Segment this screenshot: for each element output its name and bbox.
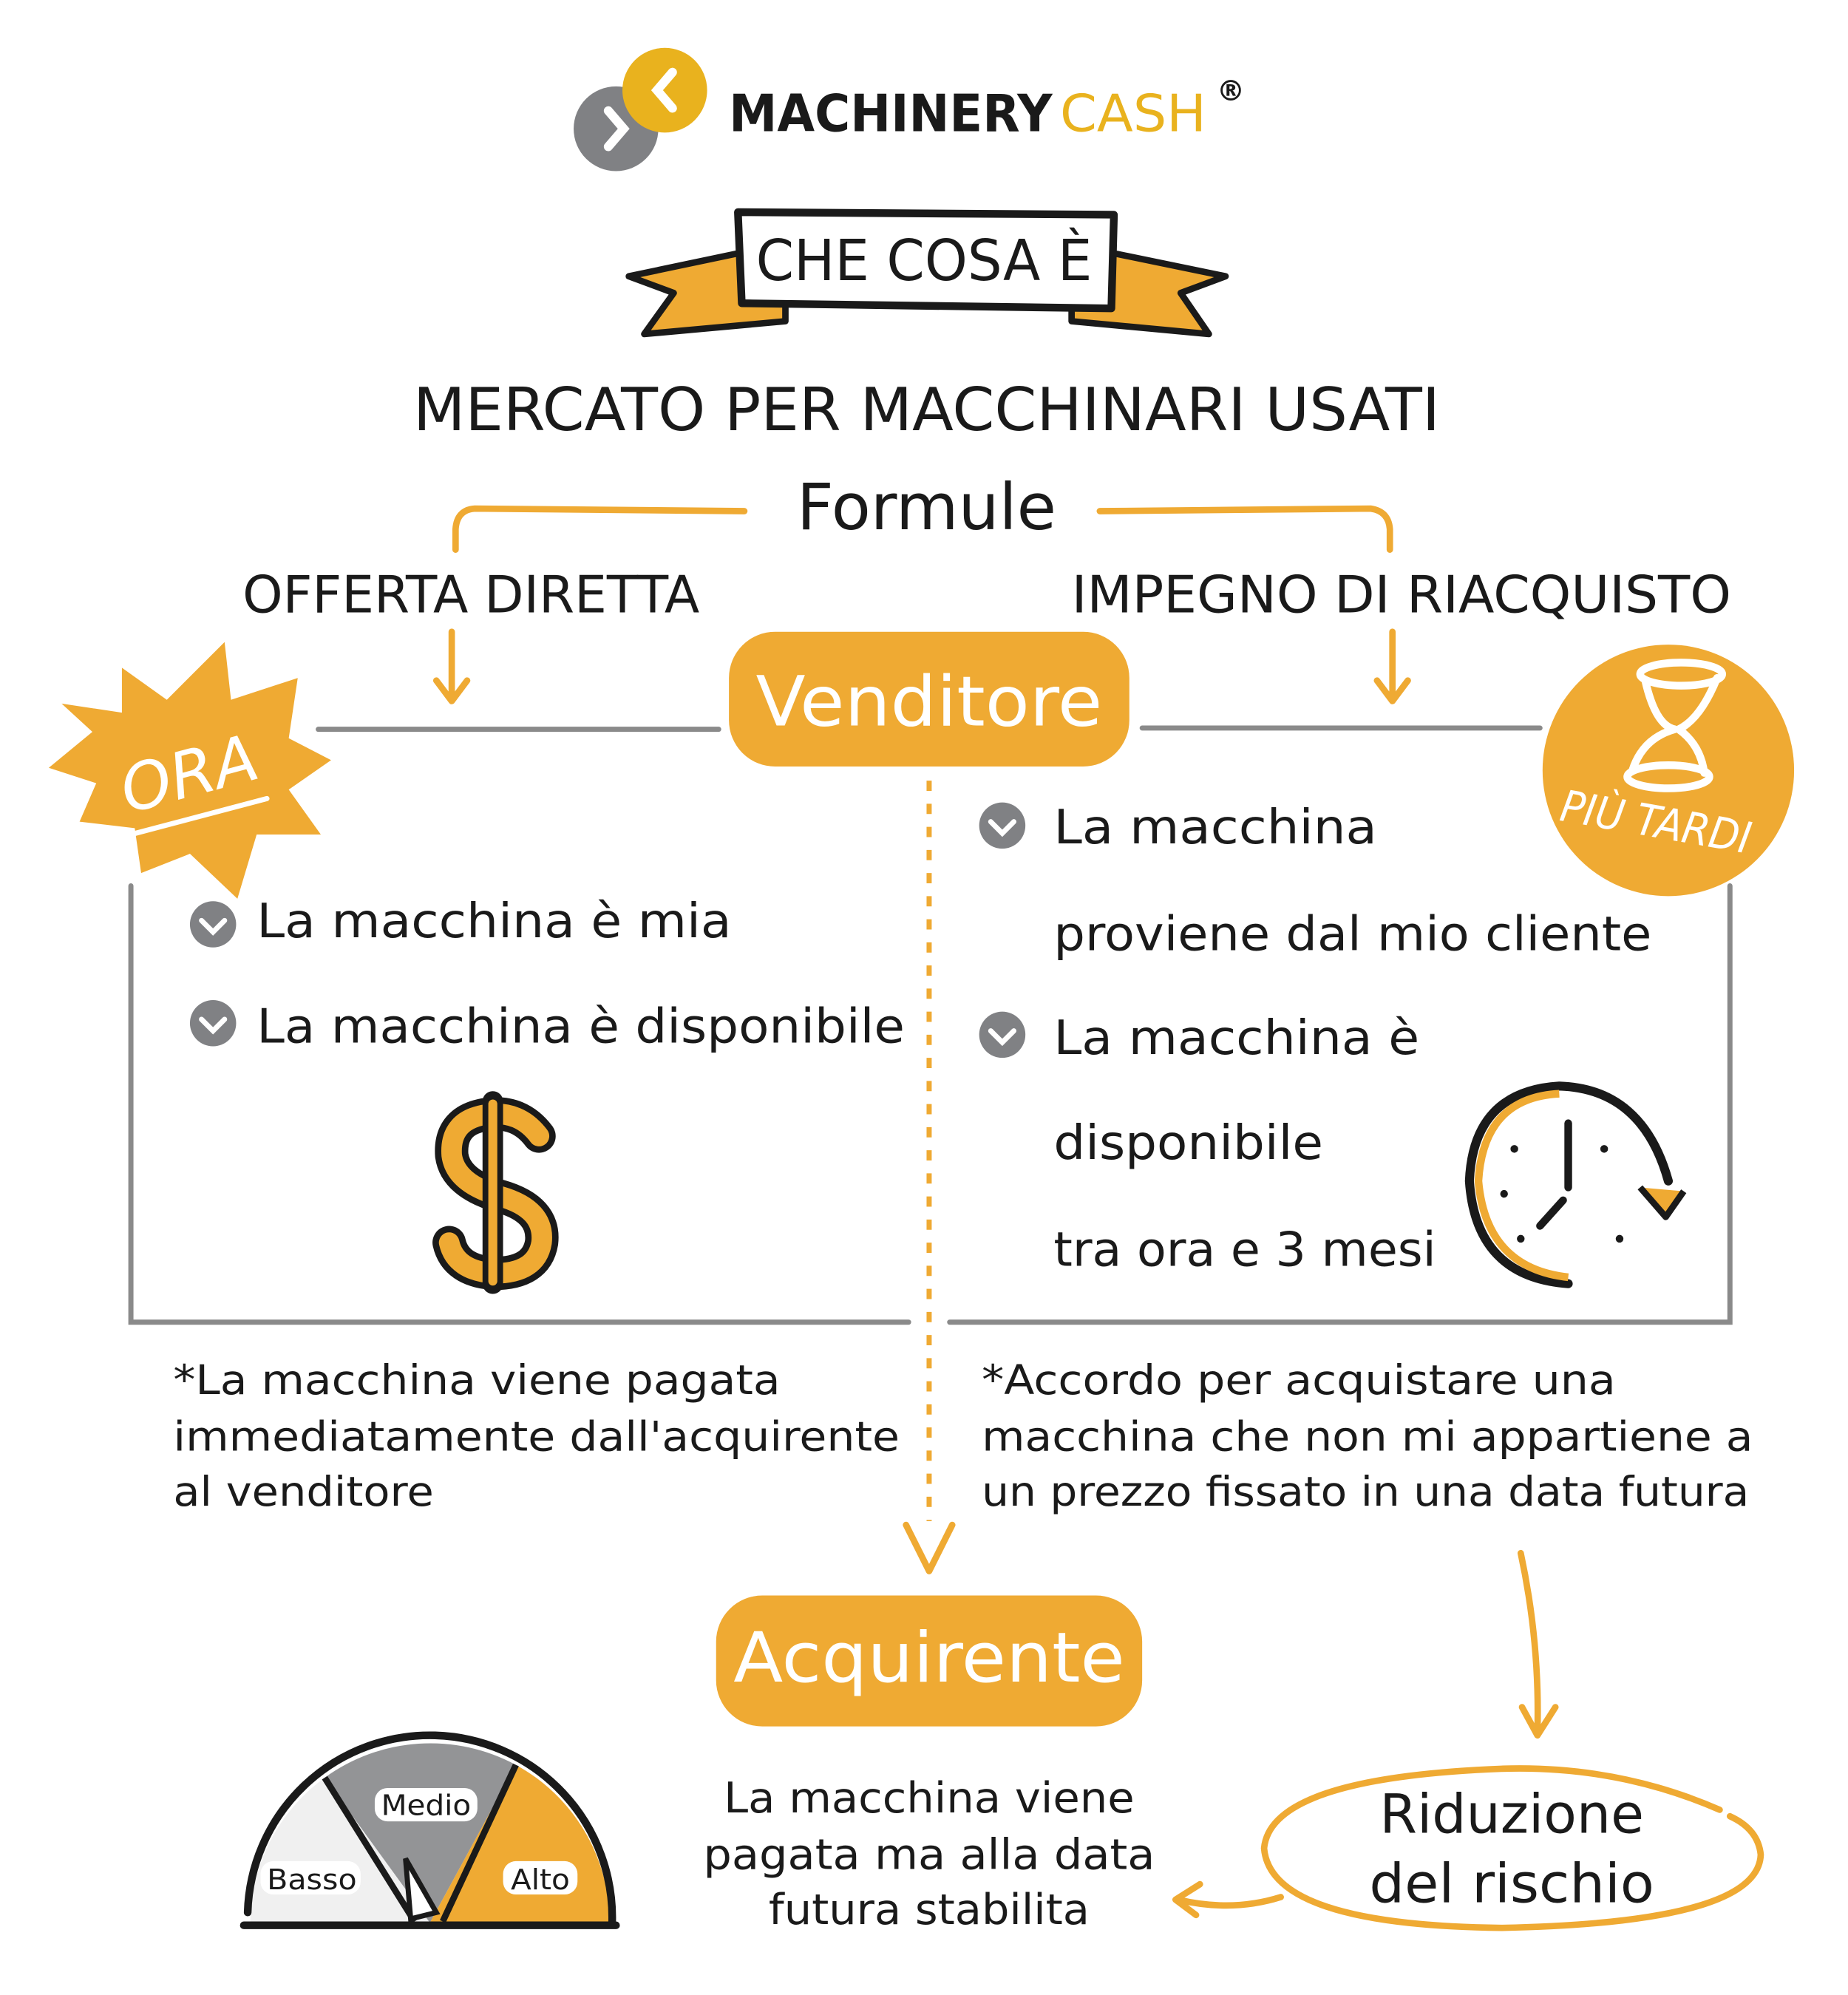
chevron-down-icon	[903, 1521, 956, 1574]
right-footnote-line: macchina che non mi appartiene a	[982, 1413, 1753, 1461]
clock-icon	[1464, 1081, 1687, 1288]
left-item: La macchina è mia	[257, 894, 731, 949]
right-footnote-line: un prezzo fissato in una data futura	[982, 1468, 1749, 1516]
right-box-border	[947, 883, 1733, 1325]
logo-yellow-circle	[622, 47, 707, 133]
buyer-note-line: La macchina viene	[724, 1773, 1135, 1823]
left-footnote-line: *La macchina viene pagata	[173, 1356, 780, 1404]
right-item-line: proviene dal mio cliente	[1053, 906, 1651, 962]
impegno-riacquisto-heading: IMPEGNO DI RIACQUISTO	[1072, 566, 1731, 625]
dollar-icon	[432, 1091, 559, 1294]
right-bracket	[1096, 505, 1393, 553]
logo-text-cash: CASH	[1060, 85, 1206, 144]
gauge-label-basso: Basso	[267, 1864, 357, 1897]
check-circle-icon	[189, 901, 237, 948]
arrow-down-icon	[432, 628, 471, 704]
gauge-label-medio: Medio	[381, 1790, 472, 1822]
check-circle-icon	[189, 999, 237, 1047]
logo-registered: ®	[1217, 75, 1245, 108]
arrow-left-icon	[1172, 1880, 1284, 1919]
check-circle-icon	[979, 802, 1026, 849]
banner-label: CHE COSA È	[756, 228, 1093, 294]
right-item-line: tra ora e 3 mesi	[1053, 1222, 1436, 1277]
arrow-down-icon	[1517, 1549, 1559, 1739]
right-footnote-line: *Accordo per acquistare una	[982, 1356, 1616, 1404]
seller-pill: Venditore	[729, 631, 1129, 767]
left-box-border	[128, 883, 911, 1325]
right-item-line: La macchina è	[1053, 1010, 1419, 1066]
buyer-note-line: futura stabilita	[769, 1885, 1090, 1934]
right-item-line: disponibile	[1053, 1115, 1323, 1171]
risk-line: del rischio	[1369, 1852, 1654, 1915]
gauge-needle	[403, 1857, 441, 1923]
left-footnote-line: immediatamente dall'acquirente	[173, 1413, 900, 1461]
logo: MACHINERY CASH ®	[574, 47, 1245, 171]
buyer-note-line: pagata ma alla data	[703, 1829, 1155, 1879]
right-item-line: La macchina	[1053, 800, 1377, 855]
gauge-label-alto: Alto	[511, 1864, 570, 1897]
formule-heading: Formule	[797, 470, 1056, 545]
seller-label: Venditore	[756, 662, 1103, 742]
left-footnote-line: al venditore	[173, 1468, 433, 1516]
left-item: La macchina è disponibile	[257, 999, 905, 1054]
risk-gauge: Basso Medio Alto	[240, 1731, 620, 1929]
logo-text-machinery: MACHINERY	[729, 85, 1053, 144]
piu-tardi-badge: PIÙ TARDI	[1542, 645, 1795, 897]
arrow-down-icon	[1373, 628, 1411, 704]
check-circle-icon	[979, 1011, 1026, 1058]
buyer-label: Acquirente	[733, 1618, 1125, 1699]
risk-line: Riduzione	[1379, 1784, 1644, 1846]
risk-reduction: Riduzione del rischio	[1260, 1765, 1764, 1931]
buyer-pill: Acquirente	[716, 1595, 1143, 1727]
left-bracket	[452, 505, 748, 553]
ora-badge: ORA	[48, 642, 331, 899]
hourglass-icon	[1623, 659, 1727, 792]
offerta-diretta-heading: OFFERTA DIRETTA	[242, 566, 699, 625]
banner: CHE COSA È	[625, 208, 1229, 338]
page-title: MERCATO PER MACCHINARI USATI	[413, 375, 1440, 444]
